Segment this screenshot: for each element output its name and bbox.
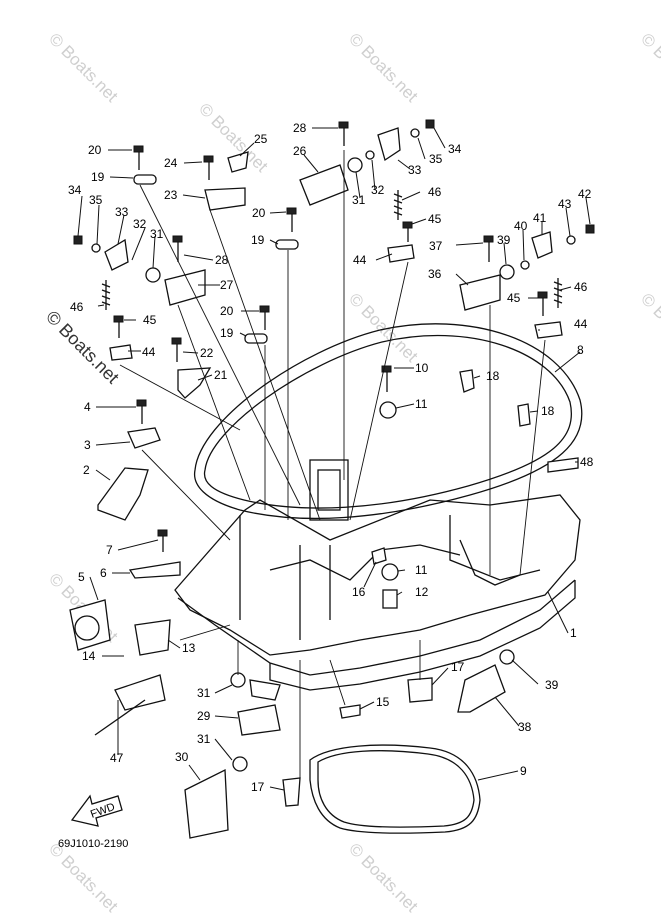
callout: 39 <box>545 678 559 692</box>
callout: 11 <box>415 563 428 577</box>
callout: 45 <box>428 212 442 226</box>
callout: 31 <box>352 193 366 207</box>
callout: 35 <box>89 193 103 207</box>
callout: 32 <box>133 217 147 231</box>
callout: 20 <box>252 206 266 220</box>
callout: 1 <box>570 626 577 640</box>
callout: 21 <box>214 368 228 382</box>
callout: 25 <box>254 132 268 146</box>
callout: 28 <box>215 253 229 267</box>
watermark: © Boats.net <box>345 289 422 366</box>
callout: 46 <box>574 280 588 294</box>
callout: 17 <box>251 780 265 794</box>
callout: 42 <box>578 187 592 201</box>
callout: 34 <box>448 142 462 156</box>
callout: 31 <box>197 732 211 746</box>
guide-lines <box>119 150 546 780</box>
callout: 18 <box>486 369 500 383</box>
callout: 5 <box>78 570 85 584</box>
callout: 39 <box>497 233 511 247</box>
callout: 44 <box>574 317 588 331</box>
callout: 30 <box>175 750 189 764</box>
watermark: © Boats.net <box>345 29 422 106</box>
rubber-seal-inner <box>317 750 475 828</box>
callout: 34 <box>68 183 82 197</box>
callout: 40 <box>514 219 528 233</box>
diagram-code: 69J1010-2190 <box>58 838 128 850</box>
callout: 47 <box>110 751 124 765</box>
callout: 31 <box>150 227 164 241</box>
callouts: 1 2 3 4 5 6 7 8 9 10 11 11 12 13 14 15 1… <box>68 121 594 794</box>
watermark: © Boats.net <box>45 839 122 913</box>
callout: 38 <box>518 720 532 734</box>
callout: 20 <box>88 143 102 157</box>
callout: 36 <box>428 267 442 281</box>
part-glyphs <box>69 119 595 839</box>
callout: 20 <box>220 304 234 318</box>
callout: 46 <box>70 300 84 314</box>
callout: 11 <box>415 397 428 411</box>
callout: 13 <box>182 641 196 655</box>
fwd-arrow-icon <box>70 794 123 827</box>
callout: 9 <box>520 764 527 778</box>
callout: 8 <box>577 343 584 357</box>
callout: 17 <box>451 660 465 674</box>
callout: 15 <box>376 695 390 709</box>
callout: 14 <box>82 649 96 663</box>
callout: 48 <box>580 455 594 469</box>
callout: 29 <box>197 709 211 723</box>
callout: 35 <box>429 152 443 166</box>
callout: 19 <box>91 170 105 184</box>
callout: 46 <box>428 185 442 199</box>
bottom-cowling <box>174 459 581 691</box>
callout: 26 <box>293 144 307 158</box>
callout: 23 <box>164 188 178 202</box>
callout: 6 <box>100 566 107 580</box>
callout: 43 <box>558 197 572 211</box>
watermark: © Boats.net <box>345 839 422 913</box>
rubber-seal <box>309 744 481 834</box>
callout: 45 <box>507 291 521 305</box>
callout: 19 <box>220 326 234 340</box>
callout: 10 <box>415 361 429 375</box>
callout: 45 <box>143 313 157 327</box>
callout: 19 <box>251 233 265 247</box>
callout: 16 <box>352 585 366 599</box>
callout: 2 <box>83 463 90 477</box>
callout: 31 <box>197 686 211 700</box>
callout: 27 <box>220 278 234 292</box>
callout: 37 <box>429 239 443 253</box>
callout: 7 <box>106 543 113 557</box>
watermark: © Boats.net <box>637 29 661 106</box>
leader-lines <box>77 127 591 791</box>
callout: 33 <box>115 205 129 219</box>
callout: 22 <box>200 346 214 360</box>
callout: 33 <box>408 163 422 177</box>
callout: 32 <box>371 183 385 197</box>
watermark-side: © Boats.net <box>42 307 123 388</box>
callout: 44 <box>142 345 156 359</box>
callout: 12 <box>415 585 429 599</box>
callout: 41 <box>533 211 547 225</box>
seal-ring <box>193 323 583 520</box>
callout: 44 <box>353 253 367 267</box>
callout: 18 <box>541 404 555 418</box>
callout: 24 <box>164 156 178 170</box>
callout: 28 <box>293 121 307 135</box>
watermark: © Boats.net <box>637 289 661 366</box>
watermark: © Boats.net <box>45 29 122 106</box>
callout: 4 <box>84 400 91 414</box>
callout: 3 <box>84 438 91 452</box>
